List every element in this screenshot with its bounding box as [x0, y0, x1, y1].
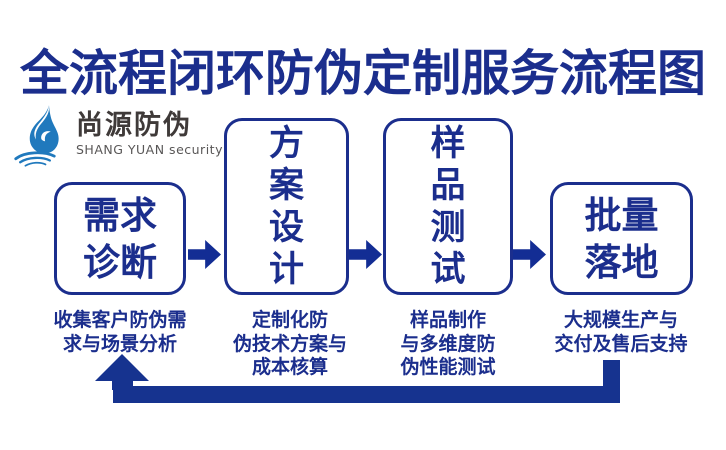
loop-arrowhead-up-icon — [95, 354, 149, 381]
flow-step-box-2: 方 案 设 计 — [224, 118, 349, 295]
brand-text: 尚源防伪 SHANG YUAN security — [76, 104, 223, 157]
step-description-2: 定制化防 伪技术方案与 成本核算 — [232, 309, 347, 378]
step-description-4: 大规模生产与 交付及售后支持 — [554, 309, 688, 355]
loop-stem-bar — [112, 378, 133, 390]
flow-step-label-1: 需求 诊断 — [83, 193, 157, 284]
flow-step-box-3: 样 品 测 试 — [383, 118, 513, 295]
step-description-3: 样品制作 与多维度防 伪性能测试 — [400, 309, 496, 378]
step-description-1: 收集客户防伪需 求与场景分析 — [53, 309, 187, 355]
brand-name: 尚源防伪 — [76, 110, 192, 141]
page-title: 全流程闭环防伪定制服务流程图 — [19, 45, 706, 102]
brand-logo: 尚源防伪 SHANG YUAN security — [14, 104, 223, 168]
flow-step-box-1: 需求 诊断 — [54, 182, 186, 295]
brand-subtitle: SHANG YUAN security — [76, 142, 223, 158]
flow-arrow-right-icon-1 — [188, 240, 221, 269]
flow-step-box-4: 批量 落地 — [550, 182, 693, 295]
flow-step-label-2: 方 案 设 计 — [268, 123, 304, 290]
flow-arrow-right-icon-2 — [349, 240, 382, 269]
loop-horizontal-bar — [113, 386, 620, 403]
flow-step-label-3: 样 品 测 试 — [430, 123, 466, 290]
flow-arrow-right-icon-3 — [513, 240, 546, 269]
flow-step-label-4: 批量 落地 — [584, 193, 659, 284]
water-drop-icon — [14, 105, 59, 167]
